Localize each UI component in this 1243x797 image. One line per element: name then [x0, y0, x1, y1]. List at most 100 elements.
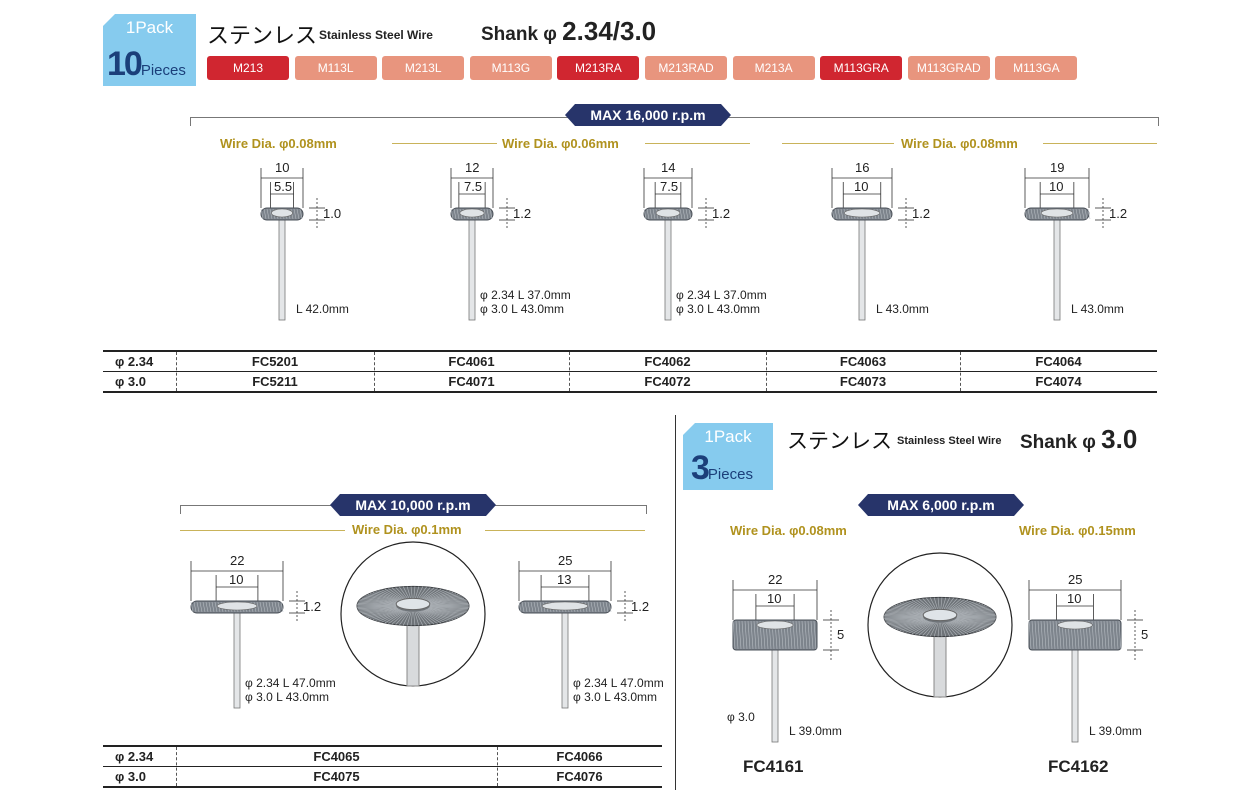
model-tag: M213RA — [557, 56, 640, 80]
title-jp: ステンレス — [787, 430, 892, 453]
wire-dia-label: Wire Dia. φ0.06mm — [502, 136, 619, 151]
outer-diameter-label: 22 — [768, 572, 783, 587]
wire-dia-label: Wire Dia. φ0.15mm — [1019, 523, 1136, 538]
model-tag: M113GA — [995, 56, 1078, 80]
max-rpm-badge: MAX 10,000 r.p.m — [330, 494, 496, 516]
model-tag: M213L — [382, 56, 465, 80]
title-en: Stainless Steel Wire — [319, 28, 433, 42]
thickness-label: 1.2 — [912, 206, 931, 221]
inner-diameter-label: 10 — [854, 179, 869, 194]
divider — [485, 530, 645, 531]
brush-illustration — [643, 168, 714, 321]
product-code-cell: FC4071 — [448, 374, 495, 389]
inner-diameter-label: 10 — [229, 572, 244, 587]
outer-diameter-label: 12 — [465, 160, 480, 175]
shank-length-label: φ 3.0 L 43.0mm — [480, 302, 565, 316]
product-code: FC4162 — [1048, 757, 1109, 776]
shank-length-label: φ 3.0 L 43.0mm — [573, 690, 658, 704]
brush-illustration — [1028, 580, 1143, 743]
brush-illustration — [260, 168, 325, 321]
product-code-cell: FC5201 — [251, 354, 299, 369]
shank-title: Shank φ 2.34/3.0 — [481, 16, 656, 47]
outer-diameter-label: 22 — [230, 553, 245, 568]
product-code-cell: FC4072 — [644, 374, 691, 389]
table-row: φ 3.0 FC5211 FC4071 FC4072 FC4073 FC4074 — [103, 371, 1157, 391]
title-jp: ステンレス — [207, 23, 318, 48]
shank-length-label: φ 2.34 L 37.0mm — [480, 288, 571, 302]
wire-dia-label: Wire Dia. φ0.08mm — [730, 523, 847, 538]
pack-count-unit: Pieces — [140, 62, 186, 79]
product-code-cell: FC4076 — [556, 769, 603, 784]
brush-illustration — [190, 561, 305, 709]
shank-length-label: L 39.0mm — [1089, 724, 1142, 738]
pack-label: 1Pack — [125, 18, 174, 37]
shank-length-label: L 39.0mm — [789, 724, 842, 738]
model-tag: M213A — [732, 56, 815, 80]
pack-label: 1Pack — [704, 427, 752, 446]
model-tag: M113L — [294, 56, 377, 80]
model-tag: M113GRAD — [907, 56, 990, 80]
brush-figure: 22 10 5 L 39.0mm φ 3.0 — [655, 572, 895, 764]
inner-diameter-label: 10 — [1067, 591, 1082, 606]
shank-length-label: L 43.0mm — [1071, 302, 1124, 316]
outer-diameter-label: 16 — [855, 160, 870, 175]
divider — [392, 143, 497, 144]
shank-length-label: φ 3.0 L 43.0mm — [676, 302, 761, 316]
shank-dia-cell: φ 3.0 — [115, 374, 146, 389]
wire-dia-label: Wire Dia. φ0.08mm — [220, 136, 337, 151]
product-code-cell: FC4074 — [1035, 374, 1082, 389]
pack-count-number: 10 — [107, 45, 143, 83]
product-code-cell: FC4066 — [556, 749, 603, 764]
brush-illustration — [1024, 168, 1111, 321]
shank-length-label: φ 2.34 L 47.0mm — [573, 676, 664, 690]
product-code-cell: FC4073 — [839, 374, 887, 389]
thickness-label: 1.2 — [712, 206, 731, 221]
shank-length-label: L 43.0mm — [876, 302, 929, 316]
inner-diameter-label: 10 — [767, 591, 782, 606]
inner-diameter-label: 7.5 — [464, 179, 483, 194]
pack-count-number: 3 — [691, 449, 710, 487]
shank-length-label: φ 3.0 L 43.0mm — [245, 690, 330, 704]
model-tag: M113GRA — [820, 56, 903, 80]
shank-label: Shank φ — [1020, 432, 1096, 453]
thickness-label: 5 — [837, 627, 845, 642]
product-code-cell: FC4062 — [644, 354, 691, 369]
thickness-label: 1.2 — [1109, 206, 1128, 221]
pack-badge: 1Pack 10Pieces — [103, 14, 196, 86]
shank-length-label: φ 2.34 L 37.0mm — [676, 288, 767, 302]
product-code-cell: FC4063 — [839, 354, 887, 369]
thickness-label: 5 — [1141, 627, 1149, 642]
product-code-cell: FC4061 — [448, 354, 495, 369]
divider — [180, 530, 345, 531]
pack-count: 3Pieces — [691, 449, 753, 488]
brush-illustration — [450, 168, 515, 321]
model-tag: M213RAD — [645, 56, 727, 80]
inner-diameter-label: 5.5 — [274, 179, 293, 194]
shank-length-label: φ 2.34 L 47.0mm — [245, 676, 336, 690]
pack-count: 10Pieces — [107, 45, 186, 84]
brush-disc — [732, 619, 818, 651]
wire-dia-label: Wire Dia. φ0.1mm — [352, 522, 462, 537]
thickness-label: 1.0 — [323, 206, 342, 221]
wire-dia-label: Wire Dia. φ0.08mm — [901, 136, 1018, 151]
model-tag: M213 — [207, 56, 289, 80]
outer-diameter-label: 10 — [275, 160, 290, 175]
shank-title: Shank φ 3.0 — [1020, 424, 1137, 455]
thickness-label: 1.2 — [631, 599, 650, 614]
shank-diameter-label: φ 3.0 — [727, 710, 755, 724]
product-code: FC4161 — [743, 757, 804, 776]
shank-dia-cell: φ 3.0 — [115, 769, 146, 784]
divider — [645, 143, 750, 144]
divider — [782, 143, 894, 144]
product-code-cell: FC5211 — [252, 374, 298, 389]
